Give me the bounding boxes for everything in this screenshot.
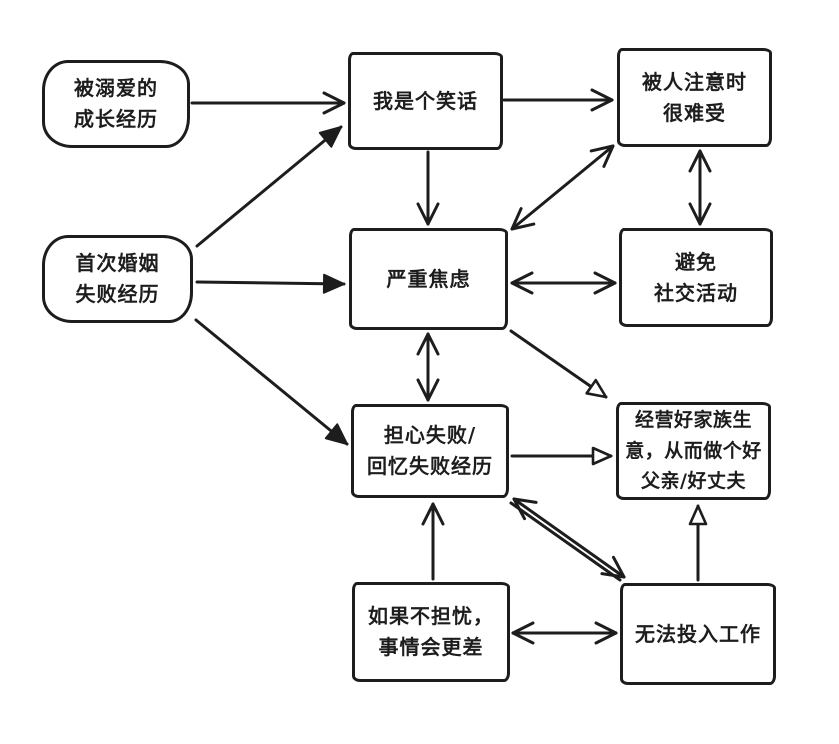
node-im-a-joke: 我是个笑话 xyxy=(348,52,503,150)
edge-worry-work-a xyxy=(512,497,626,579)
edge-worry-work-b xyxy=(509,501,622,582)
edge-marriage-to-anxiety xyxy=(195,273,346,294)
node-worry-failure: 担心失败/ 回忆失败经历 xyxy=(351,404,509,498)
node-spoiled-upbringing: 被溺爱的 成长经历 xyxy=(42,60,190,148)
node-family-business: 经营好家族生 意，从而做个好 父亲/好丈夫 xyxy=(616,402,771,500)
edge-anxiety-to-business xyxy=(509,329,608,399)
edge-marriage-to-joke xyxy=(195,125,343,248)
edge-marriage-to-worry xyxy=(194,318,349,446)
node-if-not-worry: 如果不担忧， 事情会更差 xyxy=(352,582,510,682)
node-severe-anxiety: 严重焦虑 xyxy=(349,228,508,330)
node-noticed-discomfort: 被人注意时 很难受 xyxy=(617,48,772,147)
edge-anxiety-noticed xyxy=(510,144,615,231)
node-avoid-social: 避免 社交活动 xyxy=(619,228,773,327)
node-first-marriage-failure: 首次婚姻 失败经历 xyxy=(42,235,193,323)
node-cannot-work: 无法投入工作 xyxy=(620,583,776,685)
